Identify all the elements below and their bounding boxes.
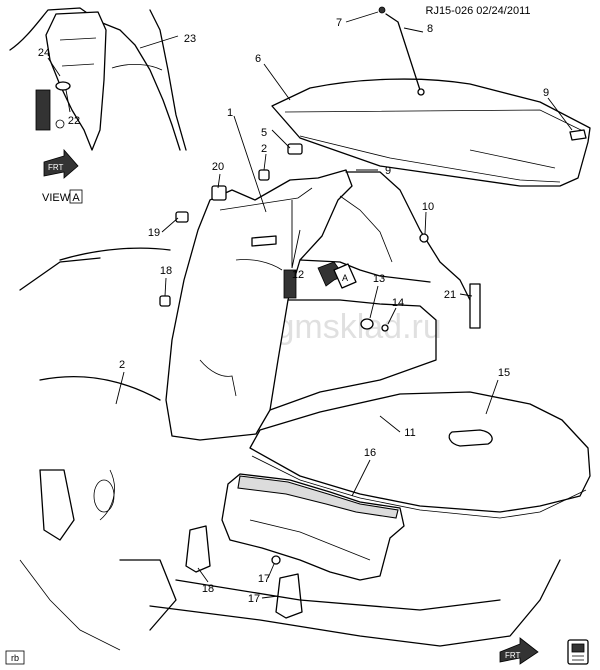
callout-20: 20 <box>212 161 224 173</box>
right-body-structure <box>19 171 471 411</box>
frt-arrow-inset: FRT <box>43 148 79 179</box>
screw-16 <box>271 555 281 565</box>
view-label: VIEW <box>42 192 71 204</box>
svg-text:FRT: FRT <box>48 163 64 172</box>
service-manual-icon <box>567 639 589 665</box>
view-letter: A <box>72 192 80 204</box>
callout-3: 5 <box>261 127 267 139</box>
footer-tag: rb <box>11 653 19 663</box>
bracket-21 <box>469 283 481 329</box>
callout-6: 8 <box>427 23 433 35</box>
svg-text:A: A <box>342 273 348 283</box>
callout-labels: 23 24 22 7 8 6 9 5 2 1 20 9 10 19 18 12 … <box>38 17 549 605</box>
callout-23: 22 <box>68 115 80 127</box>
callout-17: 18 <box>202 583 214 595</box>
clip-20 <box>211 185 227 201</box>
callout-22: 23 <box>184 33 196 45</box>
block-17 <box>185 525 211 573</box>
callout-9-lower: 11 <box>404 427 415 439</box>
callout-19: 19 <box>148 227 160 239</box>
retainer-2-upper <box>258 169 270 181</box>
callout-2-upper: 2 <box>261 143 267 155</box>
storage-compartment <box>221 473 405 581</box>
inset-clip-23 <box>55 81 71 91</box>
leader-lines <box>47 11 573 599</box>
callout-9-upper: 10 <box>422 201 434 213</box>
inset-vent-grille <box>35 89 51 131</box>
callout-8: 9 <box>385 165 391 177</box>
load-floor-cover <box>249 391 591 519</box>
callout-14: 16 <box>364 447 376 459</box>
clip-19 <box>175 211 189 223</box>
callout-21: 21 <box>444 289 456 301</box>
callout-24: 24 <box>38 47 50 59</box>
callout-12: 14 <box>392 297 404 309</box>
callout-18: 18 <box>160 265 172 277</box>
rear-shelf-panel <box>271 78 591 187</box>
callout-10: 12 <box>292 269 304 281</box>
callout-4: 6 <box>255 53 261 65</box>
clip-18 <box>159 295 171 307</box>
callout-13: 15 <box>498 367 510 379</box>
callout-2-lower: 2 <box>119 359 125 371</box>
support-rod <box>385 13 421 91</box>
floor-structure <box>19 469 561 651</box>
fastener-12 <box>381 324 389 332</box>
bumper-7 <box>569 129 587 141</box>
callout-16: 17 <box>258 573 270 585</box>
callout-7: 9 <box>543 87 549 99</box>
svg-text:FRT: FRT <box>505 651 521 660</box>
block-15 <box>275 573 303 619</box>
retainer-3 <box>287 143 303 155</box>
view-letter-box <box>69 189 83 204</box>
quarter-trim-panel <box>165 169 353 441</box>
view-a-indicator: A <box>317 261 357 289</box>
clip-5 <box>378 6 386 14</box>
fastener-11 <box>360 318 374 330</box>
callout-1: 1 <box>227 107 233 119</box>
frt-arrow-footer: FRT <box>499 637 539 665</box>
diagram-code: RJ15-026 02/24/2011 <box>426 5 531 17</box>
vent-grille <box>283 269 297 299</box>
grommet-9-upper <box>419 233 429 243</box>
callout-11: 13 <box>373 273 385 285</box>
inset-view-a <box>9 7 187 151</box>
callout-15: 17 <box>248 593 260 605</box>
callout-5: 7 <box>336 17 342 29</box>
footer-tag-box <box>5 650 25 665</box>
